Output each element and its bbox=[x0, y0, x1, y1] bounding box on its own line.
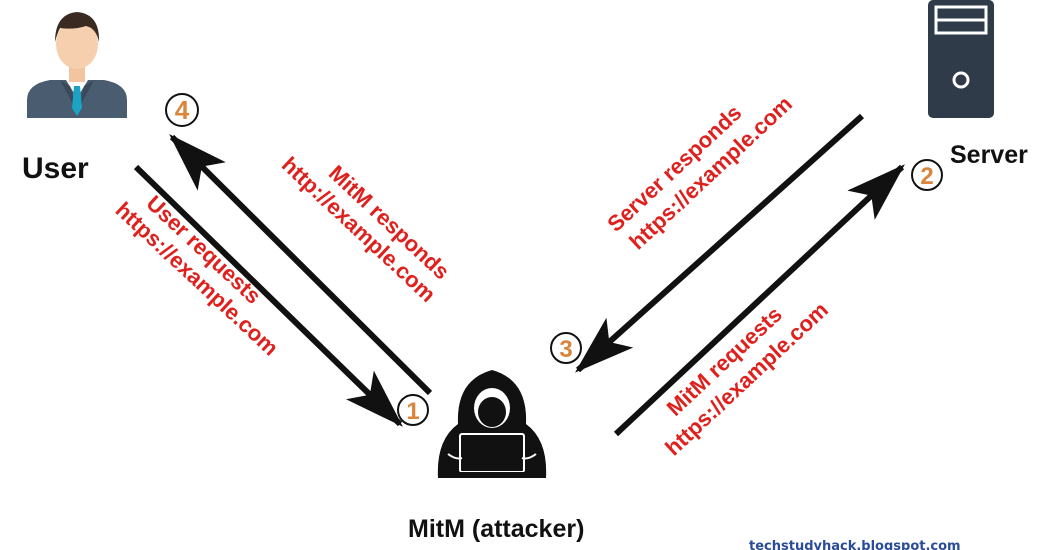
arrow-user-to-mitm bbox=[133, 164, 403, 427]
step-number-1: 1 bbox=[406, 398, 419, 425]
flow-label-server-responds: Server responds https://example.com bbox=[602, 91, 797, 254]
step-badge-4: 4 bbox=[165, 93, 199, 127]
arrow-mitm-to-server bbox=[613, 164, 905, 437]
step-number-2: 2 bbox=[920, 163, 933, 190]
flow-label-user-requests: User requests https://example.com bbox=[111, 190, 284, 360]
flow-label-mitm-responds: MitM responds http://example.com bbox=[277, 152, 455, 307]
arrow-server-to-mitm bbox=[575, 113, 864, 373]
step-badge-2: 2 bbox=[911, 159, 943, 191]
step-number-3: 3 bbox=[559, 336, 572, 363]
user-icon bbox=[27, 12, 127, 118]
flow-label-mitm-requests: MitM requests https://example.com bbox=[660, 297, 833, 460]
server-label: Server bbox=[950, 141, 1028, 169]
server-icon bbox=[928, 0, 994, 118]
attacker-label: MitM (attacker) bbox=[408, 515, 584, 543]
watermark: techstudyhack.blogspot.com bbox=[749, 539, 961, 550]
step-number-4: 4 bbox=[175, 95, 190, 125]
step-badge-1: 1 bbox=[397, 394, 429, 426]
user-label: User bbox=[22, 152, 89, 185]
step-badge-3: 3 bbox=[550, 332, 582, 364]
hacker-icon bbox=[437, 370, 547, 478]
arrow-mitm-to-user bbox=[169, 134, 433, 396]
